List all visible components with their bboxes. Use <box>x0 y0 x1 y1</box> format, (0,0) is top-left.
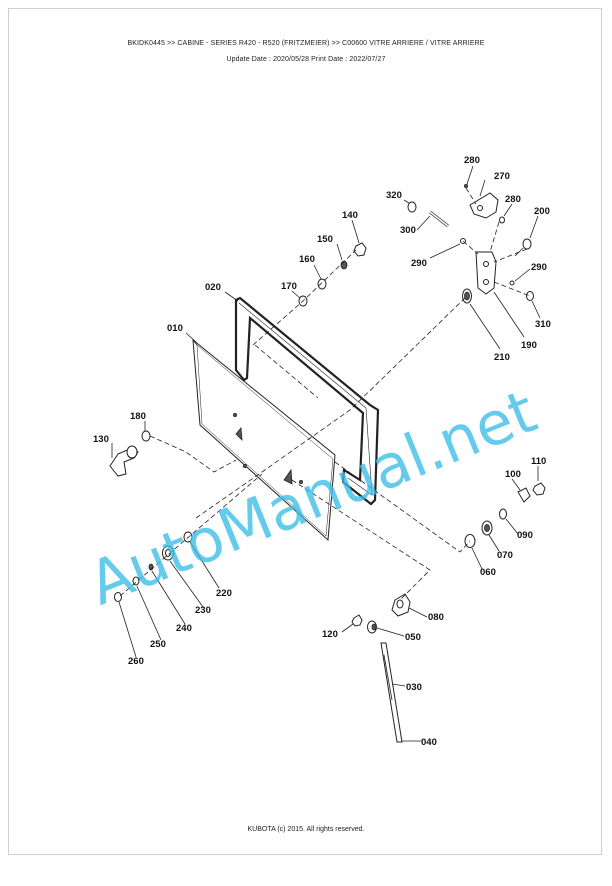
glass-handle[interactable] <box>109 430 151 477</box>
watermark-text: AutoManual.net <box>79 377 546 620</box>
callout-160: 160 <box>299 254 315 265</box>
callout-060: 060 <box>480 567 496 578</box>
callout-260: 260 <box>128 656 144 667</box>
callout-170: 170 <box>281 281 297 292</box>
callout-300: 300 <box>400 225 416 236</box>
rear-glass-panel[interactable] <box>192 338 336 542</box>
callout-220: 220 <box>216 588 232 599</box>
callout-010: 010 <box>167 323 183 334</box>
callout-040: 040 <box>421 737 437 748</box>
callout-070: 070 <box>497 550 513 561</box>
callout-240: 240 <box>176 623 192 634</box>
lower-left-fastener-stack[interactable] <box>114 531 193 602</box>
upper-hinge-assembly[interactable] <box>407 183 534 304</box>
breadcrumb: BKIDK0445 >> CABINE - SERIES R420 - R520… <box>127 40 485 47</box>
callout-280-top: 280 <box>464 155 480 166</box>
page-frame <box>8 8 602 855</box>
assembly-guide-lines <box>119 187 531 601</box>
callout-210: 210 <box>494 352 510 363</box>
callout-080: 080 <box>428 612 444 623</box>
callout-270: 270 <box>494 171 510 182</box>
callout-200: 200 <box>534 206 550 217</box>
right-fastener-stack[interactable] <box>464 482 546 548</box>
callout-030: 030 <box>406 682 422 693</box>
callout-290-right: 290 <box>531 262 547 273</box>
callout-labels: 280 270 320 280 200 140 300 150 290 160 … <box>93 155 551 748</box>
copyright-footer: KUBOTA (c) 2015. All rights reserved. <box>247 826 365 833</box>
callout-leader-lines <box>111 165 541 742</box>
callout-150: 150 <box>317 234 333 245</box>
callout-110: 110 <box>531 456 546 467</box>
callout-090: 090 <box>517 530 533 541</box>
callout-250: 250 <box>150 639 166 650</box>
callout-130: 130 <box>93 434 109 445</box>
update-print-dates: Update Date : 2020/05/28 Print Date : 20… <box>226 56 386 63</box>
callout-190: 190 <box>521 340 537 351</box>
callout-290-left: 290 <box>411 258 427 269</box>
callout-120: 120 <box>322 629 338 640</box>
callout-100: 100 <box>505 469 521 480</box>
glass-seal[interactable] <box>234 296 380 506</box>
callout-280-right: 280 <box>505 194 521 205</box>
callout-310: 310 <box>535 319 551 330</box>
callout-020: 020 <box>205 282 221 293</box>
callout-180: 180 <box>130 411 146 422</box>
callout-230: 230 <box>195 605 211 616</box>
gas-stay-assembly[interactable] <box>351 593 411 743</box>
callout-140: 140 <box>342 210 358 221</box>
callout-320: 320 <box>386 190 402 201</box>
upper-fastener-stack[interactable] <box>298 242 367 307</box>
callout-050: 050 <box>405 632 421 643</box>
